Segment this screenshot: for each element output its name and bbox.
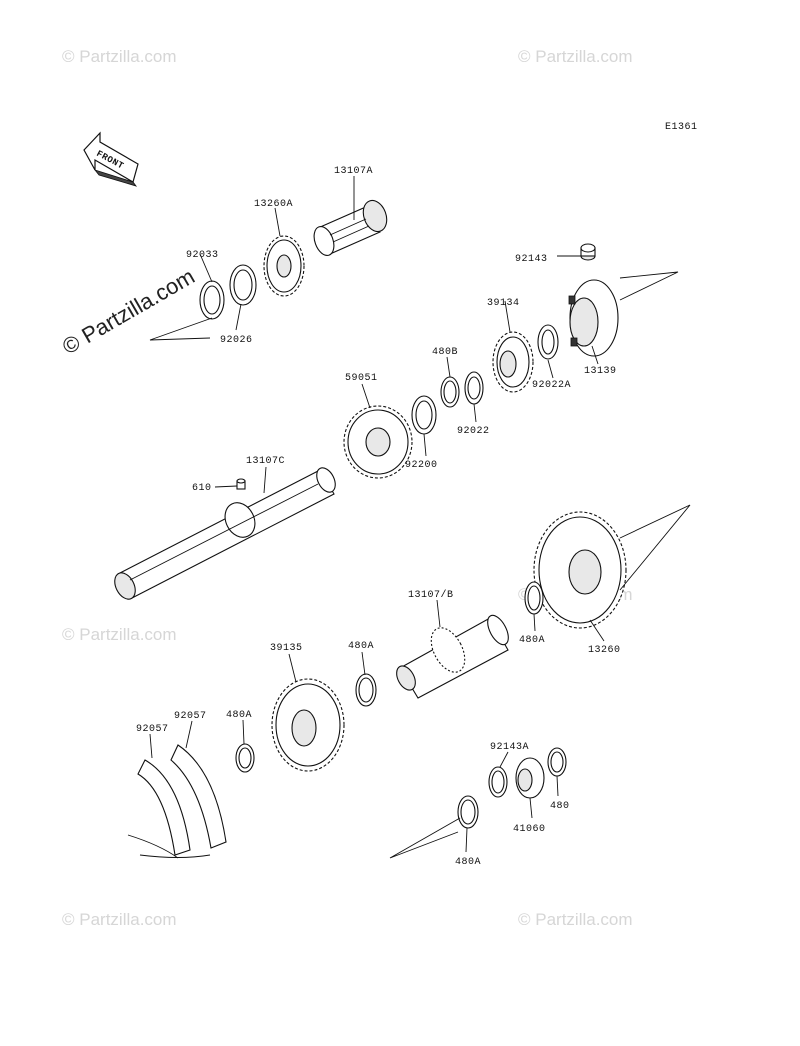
watermark-top-left: © Partzilla.com [62, 47, 177, 66]
part-circlip-480A-bottom[interactable] [457, 795, 479, 829]
watermark-bottom-left: © Partzilla.com [62, 910, 177, 929]
label-13139[interactable]: 13139 [584, 366, 617, 377]
part-sprocket-59051[interactable] [343, 405, 413, 479]
part-circlip-480B[interactable] [440, 376, 460, 408]
label-13260[interactable]: 13260 [588, 645, 621, 656]
label-leaders [149, 176, 605, 853]
label-480A-left[interactable]: 480A [226, 710, 252, 721]
part-pin-610[interactable] [236, 478, 246, 490]
part-circlip-92033[interactable] [199, 280, 225, 320]
part-gear-13260A[interactable] [263, 235, 305, 297]
label-480A-bottom[interactable]: 480A [455, 857, 481, 868]
label-92057-b[interactable]: 92057 [174, 711, 207, 722]
part-labels: 13107A 13260A 92033 92026 92143 39134 13… [136, 166, 621, 868]
part-shaft-13107B[interactable] [393, 612, 513, 699]
part-washer-92022A[interactable] [537, 324, 559, 360]
part-gear-39134[interactable] [492, 331, 534, 393]
part-circlip-480[interactable] [547, 747, 567, 777]
leader-lines-top-right [619, 271, 679, 301]
label-13260A[interactable]: 13260A [254, 199, 293, 210]
part-washer-92026[interactable] [229, 264, 257, 306]
part-washer-92200[interactable] [411, 395, 437, 435]
label-39134[interactable]: 39134 [487, 298, 520, 309]
part-chain-92057-b[interactable] [139, 744, 227, 858]
label-13107C[interactable]: 13107C [246, 456, 285, 467]
label-92200[interactable]: 92200 [405, 460, 438, 471]
label-39135[interactable]: 39135 [270, 643, 303, 654]
label-92143[interactable]: 92143 [515, 254, 548, 265]
watermark-mid-left: © Partzilla.com [62, 625, 177, 644]
part-washer-92022[interactable] [464, 371, 484, 405]
label-13107B[interactable]: 13107/B [408, 589, 454, 601]
part-circlip-480A-left[interactable] [235, 743, 255, 773]
watermarks: © Partzilla.com © Partzilla.com © Partzi… [58, 47, 633, 929]
part-gear-13260[interactable] [533, 511, 627, 629]
label-480A-right[interactable]: 480A [519, 635, 545, 646]
label-480[interactable]: 480 [550, 801, 570, 812]
part-circlip-480A-middle[interactable] [355, 673, 377, 707]
part-sleeve-13107A[interactable] [310, 197, 390, 258]
part-collar-92143A[interactable] [488, 766, 508, 798]
front-arrow-icon: FRONT [83, 131, 139, 187]
leader-lines-top-left [149, 317, 213, 341]
part-gear-39135[interactable] [271, 678, 345, 772]
label-59051[interactable]: 59051 [345, 373, 378, 384]
label-480A-middle[interactable]: 480A [348, 641, 374, 652]
label-92143A[interactable]: 92143A [490, 742, 529, 753]
part-hub-13139[interactable] [568, 279, 619, 357]
label-92033[interactable]: 92033 [186, 250, 219, 261]
part-shaft-13107C[interactable] [111, 465, 339, 603]
label-480B[interactable]: 480B [432, 347, 458, 358]
part-collar-92143[interactable] [580, 243, 596, 261]
watermark-top-right: © Partzilla.com [518, 47, 633, 66]
label-92057-a[interactable]: 92057 [136, 724, 169, 735]
part-chain-92057-a[interactable] [127, 759, 191, 859]
watermark-main: © Partzilla.com [58, 264, 199, 360]
label-610[interactable]: 610 [192, 483, 212, 494]
label-41060[interactable]: 41060 [513, 824, 546, 835]
label-92026[interactable]: 92026 [220, 335, 253, 346]
part-hub-41060[interactable] [515, 757, 545, 799]
watermark-bottom-right: © Partzilla.com [518, 910, 633, 929]
label-13107A[interactable]: 13107A [334, 166, 373, 177]
label-92022[interactable]: 92022 [457, 426, 490, 437]
part-circlip-480A-right[interactable] [524, 581, 544, 615]
label-92022A[interactable]: 92022A [532, 380, 571, 391]
diagram-id: E1361 [665, 122, 698, 133]
leader-lines-mid-right [619, 504, 691, 591]
leader-lines-bottom [389, 817, 461, 859]
